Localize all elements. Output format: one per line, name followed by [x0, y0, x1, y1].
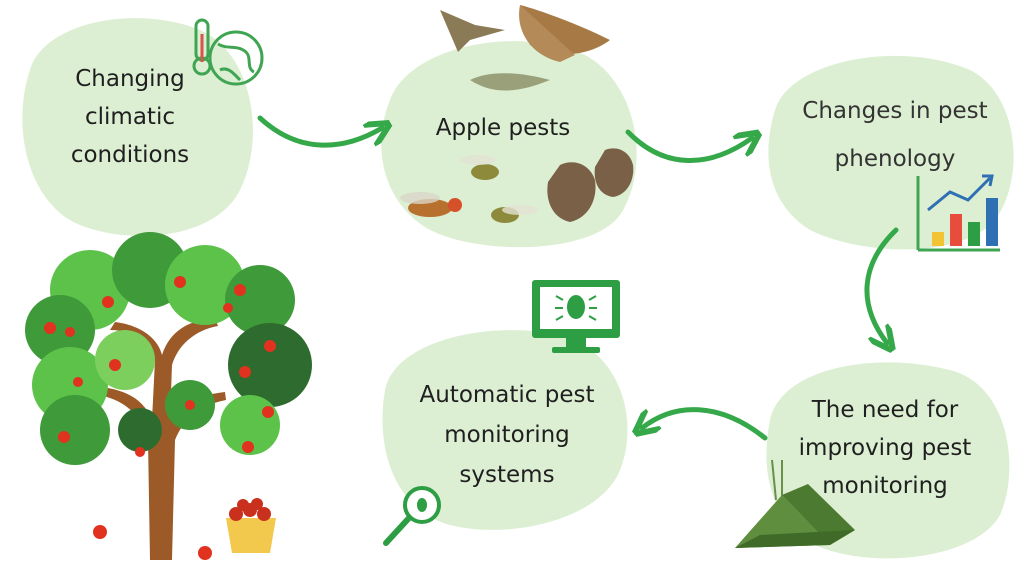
bubble-automatic: [382, 330, 628, 530]
node-need-for-improving-monitoring: The need for improving pest monitoring: [798, 397, 972, 499]
arrow-phenology-to-need: [864, 227, 899, 343]
monitor-bug-icon: [532, 280, 620, 353]
node-apple-pests: Apple pests: [435, 115, 571, 141]
arrow-need-to-automatic: [642, 407, 768, 441]
node-changing-climatic-conditions: Changing climatic conditions: [70, 66, 190, 168]
arrow-pests-to-phenology: [625, 132, 752, 163]
stink-bug-icon: [547, 148, 634, 222]
magnifier-bug-icon: [383, 486, 441, 546]
apple-basket-icon: [226, 498, 276, 553]
arrow-climate-to-pests: [257, 115, 382, 148]
thermometer-globe-icon: [192, 18, 264, 86]
fly-icon: [400, 155, 538, 223]
delta-trap-icon: [735, 459, 855, 548]
bar-chart-up-icon: [916, 174, 1000, 252]
node-changes-in-pest-phenology: Changes in pest phenology: [802, 98, 988, 172]
bubble-phenology: [768, 55, 1014, 250]
node-automatic-monitoring-systems: Automatic pest monitoring systems: [419, 382, 595, 488]
apple-tree-icon: [25, 232, 312, 560]
moth-icon: [440, 5, 610, 91]
